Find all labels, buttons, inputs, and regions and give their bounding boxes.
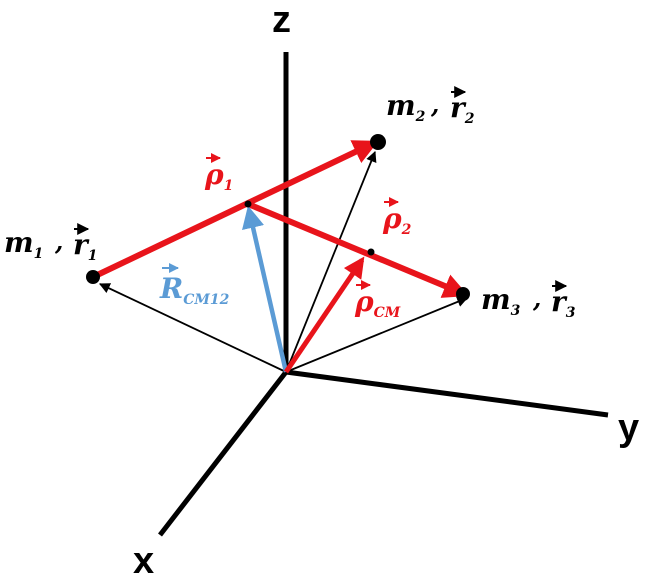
rho2-label: ρ2	[382, 197, 412, 238]
r2-vector	[285, 150, 377, 373]
rcm12-vector	[242, 205, 289, 373]
svg-text:m3: m3	[481, 283, 521, 319]
svg-text:ρ2: ρ2	[382, 202, 412, 238]
svg-text:r2: r2	[450, 91, 475, 127]
svg-text:m2: m2	[386, 89, 426, 125]
y-axis	[285, 369, 609, 418]
x-axis	[158, 370, 288, 537]
rhocm-label: ρCM	[354, 280, 401, 321]
cm-point	[367, 248, 375, 256]
svg-text:ρ1: ρ1	[204, 158, 233, 194]
mass-1-point	[86, 270, 100, 284]
y-axis-label: y	[618, 407, 639, 449]
svg-text:RCM12: RCM12	[159, 272, 230, 308]
svg-text:r3: r3	[551, 285, 576, 321]
svg-text:,: ,	[532, 284, 541, 313]
svg-text:m1: m1	[4, 226, 43, 262]
svg-text:,: ,	[54, 227, 63, 256]
mass-2-label: m2 , r2	[386, 86, 475, 127]
r1-vector	[99, 283, 287, 373]
rho1-label: ρ1	[204, 153, 233, 194]
cm12-point	[244, 200, 252, 208]
rcm12-label: RCM12	[159, 263, 230, 308]
mass-1-label: m1 , r1	[4, 223, 98, 264]
svg-text:ρCM: ρCM	[354, 285, 401, 321]
mass-3-label: m3 , r3	[481, 280, 576, 321]
z-axis-label: z	[272, 0, 291, 41]
r3-vector	[285, 296, 468, 373]
rho2-vector	[246, 201, 469, 298]
mass-2-point	[370, 134, 386, 150]
svg-text:,: ,	[430, 90, 439, 119]
mass-3-point	[456, 287, 470, 301]
svg-text:r1: r1	[73, 228, 98, 264]
rhocm-vector	[283, 256, 365, 374]
rho1-vector	[91, 140, 379, 280]
x-axis-label: x	[133, 540, 154, 582]
